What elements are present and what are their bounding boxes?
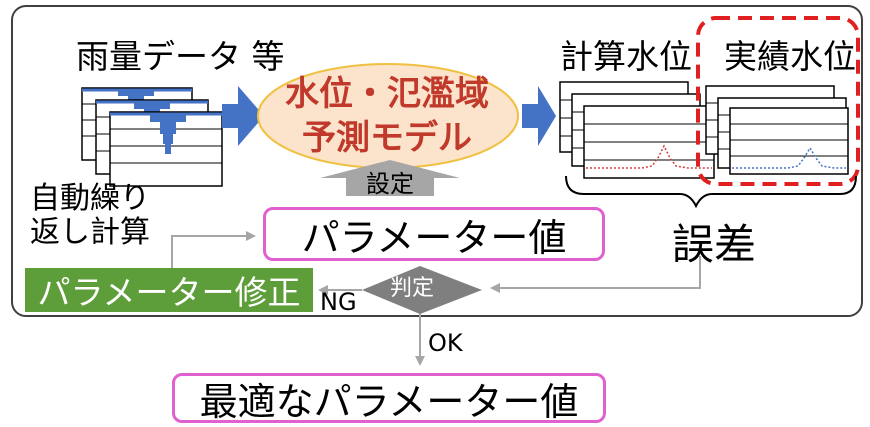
ok-label: OK bbox=[428, 329, 463, 357]
model-label-line1: 水位・氾濫域 bbox=[285, 74, 489, 114]
error-label: 誤差 bbox=[672, 220, 757, 269]
blue-arrow-to-model bbox=[222, 86, 264, 146]
auto-calc-label-line2: 返し計算 bbox=[30, 215, 150, 250]
judgement-diamond bbox=[362, 266, 482, 314]
model-label-line2: 予測モデル bbox=[302, 118, 472, 158]
ng-label: NG bbox=[320, 288, 357, 316]
actual-level-chart-stack bbox=[705, 85, 849, 175]
connector-fix-to-param bbox=[171, 231, 256, 268]
setting-label: 設定 bbox=[366, 170, 414, 198]
parameter-fix-box: パラメーター修正 bbox=[25, 268, 313, 312]
outer-panel bbox=[11, 5, 863, 317]
actual-level-label: 実績水位 bbox=[724, 37, 856, 76]
blue-arrow-to-results bbox=[522, 86, 556, 146]
parameter-value-box: パラメーター値 bbox=[263, 207, 605, 261]
rainfall-data-label: 雨量データ 等 bbox=[76, 37, 285, 76]
setting-arrow bbox=[320, 160, 460, 196]
optimal-parameter-box: 最適なパラメーター値 bbox=[172, 373, 606, 424]
comparison-brace bbox=[565, 175, 857, 209]
rainfall-chart-stack bbox=[81, 87, 223, 187]
calc-level-chart-stack bbox=[559, 81, 715, 179]
connector-error-to-judge bbox=[490, 256, 701, 293]
calc-level-label: 計算水位 bbox=[560, 37, 692, 76]
auto-calc-label-line1: 自動繰り bbox=[30, 181, 150, 216]
judgement-label: 判定 bbox=[389, 276, 434, 301]
model-label: 水位・氾濫域 予測モデル bbox=[256, 72, 518, 160]
